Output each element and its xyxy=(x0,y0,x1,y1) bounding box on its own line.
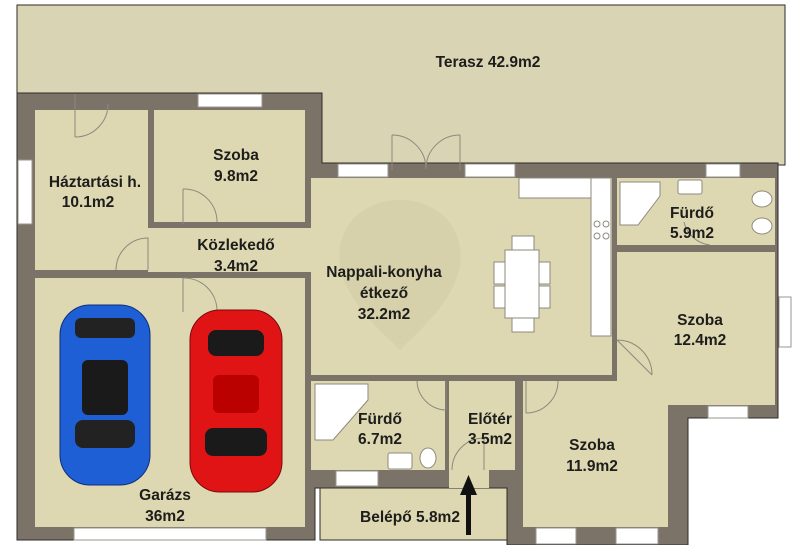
room-label-nappali: Nappali-konyha xyxy=(326,264,442,281)
room-area-furdo1: 5.9m2 xyxy=(670,225,714,242)
room-area-szoba2: 12.4m2 xyxy=(674,332,727,349)
room-area-furdo2: 6.7m2 xyxy=(358,431,402,448)
room-area-haztartasi: 10.1m2 xyxy=(62,194,115,211)
sink-icon xyxy=(387,452,413,470)
room-area-garazs: 36m2 xyxy=(145,508,185,525)
room-label-nappali-2: étkező xyxy=(360,285,408,302)
room-label-garazs: Garázs xyxy=(139,487,191,504)
sink-icon xyxy=(677,179,703,195)
toilet-icon xyxy=(419,447,437,469)
room-area-szoba3: 11.9m2 xyxy=(566,458,618,475)
room-label-szoba3: Szoba xyxy=(569,437,615,454)
room-area-eloter: 3.5m2 xyxy=(468,431,512,448)
watermark-logo xyxy=(339,200,461,350)
room-label-eloter: Előtér xyxy=(468,411,512,428)
entrance-arrow-icon xyxy=(460,475,477,535)
room-label-terasz: Terasz 42.9m2 xyxy=(436,54,541,71)
room-label-belepo: Belépő 5.8m2 xyxy=(360,509,460,526)
windows xyxy=(17,93,792,545)
fixtures xyxy=(314,177,773,470)
blue-car xyxy=(59,304,151,486)
corner-bath-icon xyxy=(314,383,369,441)
dining-table xyxy=(504,249,540,319)
room-label-szoba2: Szoba xyxy=(677,312,723,329)
room-label-szoba1: Szoba xyxy=(213,147,259,164)
room-area-szoba1: 9.8m2 xyxy=(214,168,258,185)
kitchen-counter-side xyxy=(590,177,612,337)
bidet-icon xyxy=(751,217,773,235)
room-area-nappali: 32.2m2 xyxy=(358,306,411,323)
red-car xyxy=(189,309,283,493)
room-label-haztartasi: Háztartási h. xyxy=(49,174,141,191)
room-label-furdo1: Fürdő xyxy=(670,205,714,222)
doors xyxy=(74,94,711,471)
corner-bath-icon xyxy=(619,181,661,226)
room-label-kozlekedo: Közlekedő xyxy=(197,237,275,254)
toilet-icon xyxy=(751,190,773,208)
room-area-kozlekedo: 3.4m2 xyxy=(214,258,258,275)
entrance-area xyxy=(319,487,508,541)
room-label-furdo2: Fürdő xyxy=(358,411,402,428)
